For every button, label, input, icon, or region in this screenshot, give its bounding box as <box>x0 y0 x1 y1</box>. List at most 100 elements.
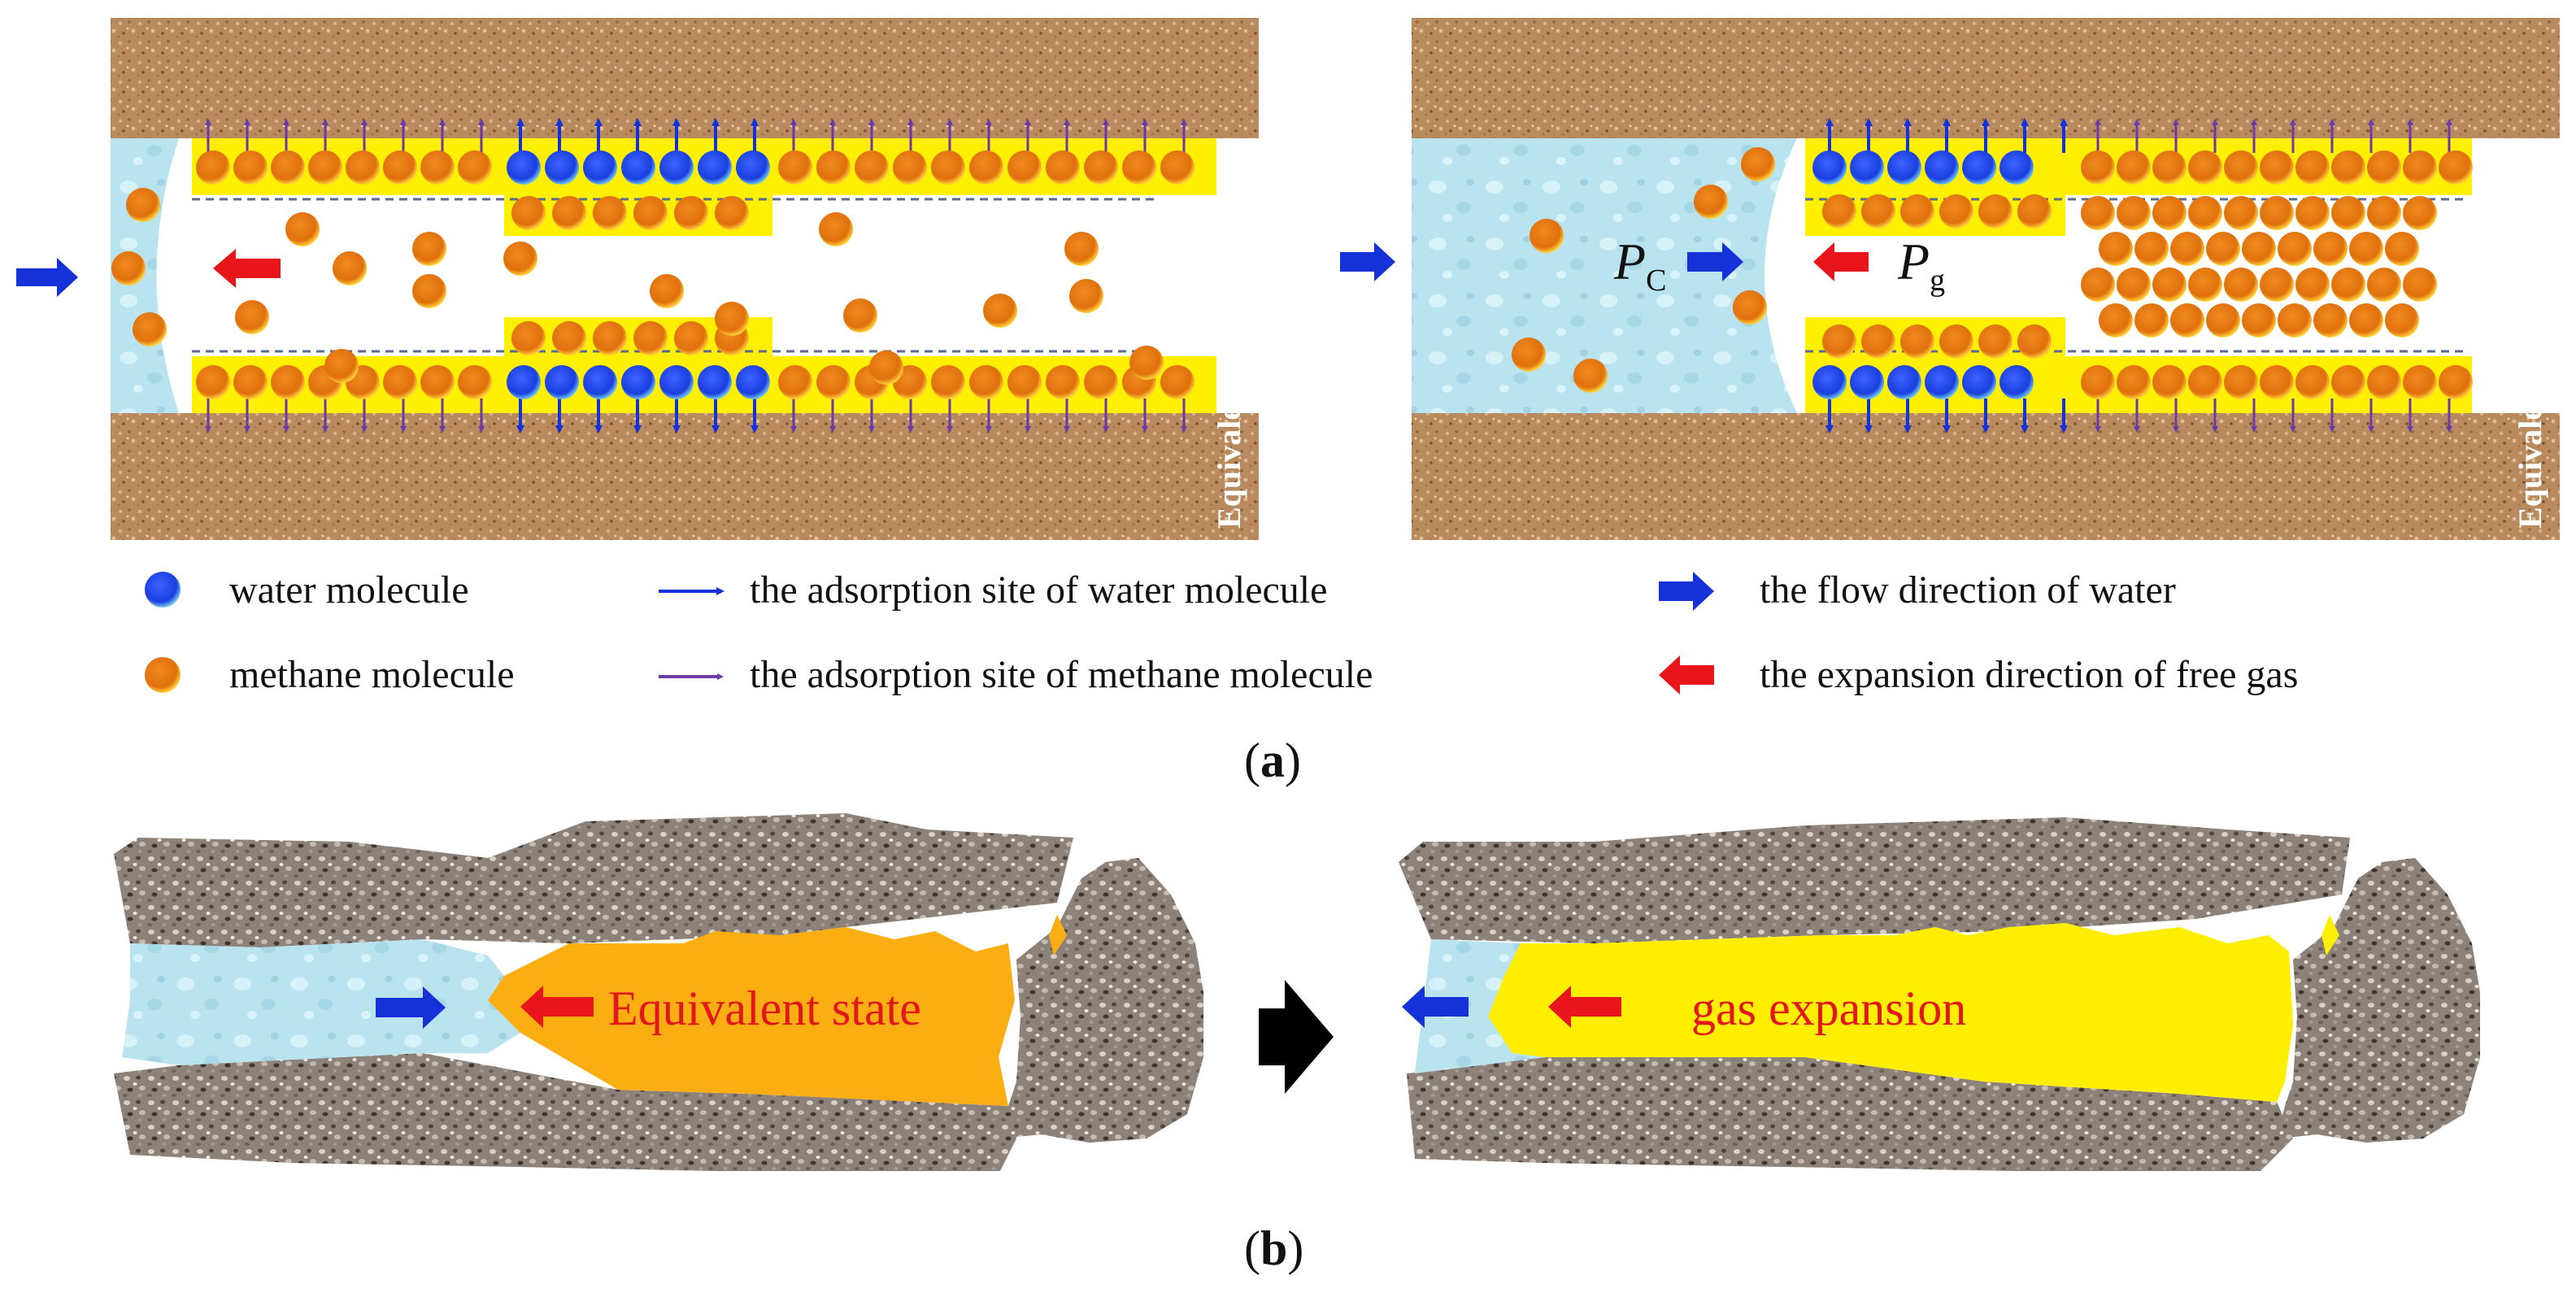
methane-molecule <box>816 365 851 399</box>
methane-molecule <box>931 365 965 399</box>
methane-molecule <box>1084 365 1118 399</box>
water-molecule <box>545 365 579 399</box>
water-molecule <box>1925 150 1959 185</box>
water-molecule <box>583 365 617 399</box>
rock-upper <box>114 813 1073 947</box>
rock-upper <box>1399 817 2350 943</box>
rock-lower <box>1407 1057 2293 1171</box>
methane-molecule <box>2081 365 2115 399</box>
legend-methane-molecule-symbol <box>145 657 181 693</box>
water-molecule <box>1812 365 1847 399</box>
water-molecule <box>698 150 732 185</box>
methane-molecule <box>1129 346 1164 380</box>
equivalent-gas-zone <box>488 927 1015 1106</box>
methane-molecule <box>843 298 877 333</box>
legend-water-site-label: the adsorption site of water molecule <box>750 568 1328 612</box>
methane-molecule <box>511 196 546 230</box>
methane-molecule <box>969 150 1003 185</box>
methane-molecule <box>2260 196 2294 230</box>
methane-molecule <box>2017 194 2052 229</box>
caption-b-letter: b <box>1260 1221 1288 1275</box>
legend-methane-site-label: the adsorption site of methane molecule <box>750 653 1373 696</box>
equivalent-state-label: Equivalent state <box>608 982 921 1035</box>
methane-molecule <box>412 274 446 308</box>
methane-molecule <box>235 300 269 334</box>
legend-gas-expansion-arrow <box>1659 655 1714 695</box>
methane-molecule <box>233 150 268 185</box>
methane-molecule <box>2331 196 2365 230</box>
methane-molecule <box>1861 194 1895 229</box>
methane-molecule <box>2403 150 2437 185</box>
methane-molecule <box>346 150 380 185</box>
gas-expansion-label: gas expansion <box>1691 982 1967 1035</box>
methane-molecule <box>593 321 627 355</box>
methane-molecule <box>2295 196 2330 230</box>
methane-molecule <box>324 349 359 383</box>
methane-molecule <box>420 150 455 185</box>
gas-filled-crack <box>1049 915 1067 956</box>
methane-molecule <box>2313 303 2348 337</box>
methane-molecule <box>931 150 965 185</box>
caption-a-open: ( <box>1244 734 1260 787</box>
methane-molecule <box>1733 290 1767 324</box>
methane-molecule <box>2260 365 2294 399</box>
methane-molecule <box>1978 324 2012 359</box>
methane-molecule <box>511 321 546 355</box>
methane-molecule <box>2081 268 2115 302</box>
water-molecule <box>545 150 579 185</box>
gas-filled-crack <box>2321 915 2339 956</box>
methane-molecule <box>196 365 230 399</box>
methane-molecule <box>2367 196 2401 230</box>
methane-molecule <box>2278 232 2312 266</box>
methane-molecule <box>2295 150 2330 185</box>
methane-molecule <box>2206 303 2240 337</box>
methane-molecule <box>126 188 160 222</box>
equivalent-boundary-label-right: Equivalent boundary <box>2512 233 2548 529</box>
methane-molecule <box>2295 365 2330 399</box>
water-molecule <box>1887 365 1921 399</box>
gas-pressure-arrow <box>1813 242 1869 281</box>
methane-molecule <box>1900 324 1934 359</box>
methane-molecule <box>2260 150 2294 185</box>
methane-molecule <box>2295 268 2330 302</box>
gas-pressure-label: Pg <box>1898 236 1945 296</box>
methane-molecule <box>2224 365 2258 399</box>
water-molecule <box>507 150 541 185</box>
methane-molecule <box>412 232 446 266</box>
methane-molecule <box>2170 303 2204 337</box>
methane-molecule <box>674 321 708 355</box>
methane-molecule <box>383 150 417 185</box>
methane-molecule <box>2367 268 2401 302</box>
methane-molecule <box>2242 232 2276 266</box>
rock-lower <box>114 1053 1016 1171</box>
methane-molecule <box>2278 303 2312 337</box>
methane-molecule <box>196 150 230 185</box>
pc-subscript: C <box>1646 263 1667 298</box>
water-zone <box>1415 939 1545 1073</box>
water-molecule <box>507 365 541 399</box>
methane-molecule <box>2224 268 2258 302</box>
methane-molecule <box>2188 365 2222 399</box>
methane-molecule <box>2170 232 2204 266</box>
methane-molecule <box>778 150 812 185</box>
methane-molecule <box>2313 232 2348 266</box>
water-molecule <box>736 150 770 185</box>
methane-molecule <box>2081 196 2115 230</box>
methane-molecule <box>715 196 749 230</box>
water-molecule <box>1999 365 2034 399</box>
methane-molecule <box>1160 150 1194 185</box>
methane-molecule <box>503 242 537 276</box>
rock-bottom <box>111 413 1259 540</box>
methane-molecule <box>233 365 268 399</box>
methane-molecule <box>1007 365 1042 399</box>
methane-molecule <box>715 302 749 336</box>
methane-molecule <box>2117 150 2151 185</box>
methane-molecule <box>2152 196 2187 230</box>
methane-molecule <box>1822 324 1856 359</box>
methane-molecule <box>855 150 889 185</box>
methane-molecule <box>1007 150 1042 185</box>
methane-molecule <box>2224 150 2258 185</box>
methane-molecule <box>1939 194 1973 229</box>
water-flow-arrow <box>1402 986 1469 1028</box>
